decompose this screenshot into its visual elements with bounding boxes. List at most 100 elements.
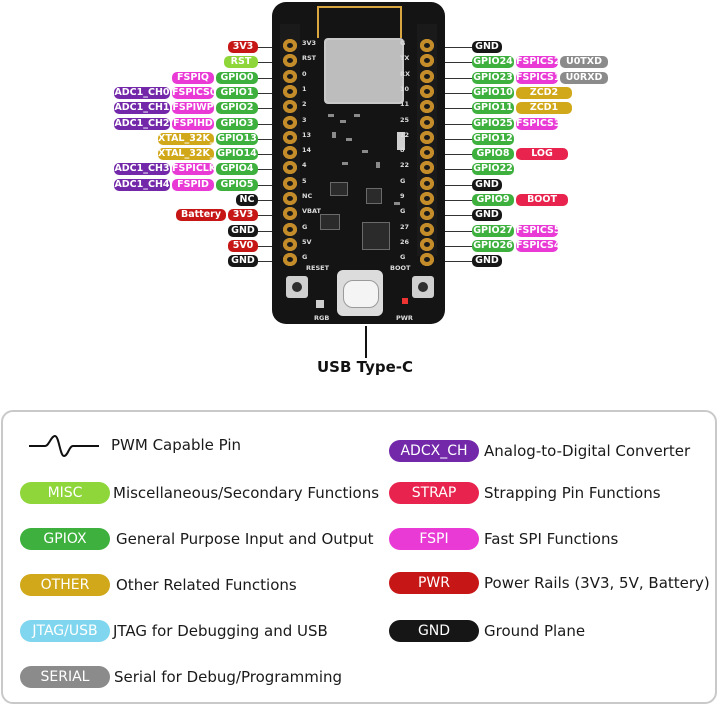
header-pin-pad [420,54,434,68]
pin-connector [440,154,472,156]
pin-label-gpio: GPIO24 [472,56,514,69]
pin-label-serial: U0TXD [560,56,608,69]
pin-label-other: ZCD2 [516,86,572,99]
left-header [280,24,300,267]
smd-part [340,120,346,123]
pin-label-gpio: GPIO13 [216,132,258,145]
usb-c-opening [343,280,379,308]
legend-jtag-usb-desc: JTAG for Debugging and USB [113,622,328,640]
legend-pwr-desc: Power Rails (3V3, 5V, Battery) [484,574,710,592]
pin-label-fspi: FSPIHD [172,117,214,130]
pin-label-gpio: GPIO22 [472,163,514,176]
boot-button[interactable] [412,276,434,298]
pin-connector [440,77,472,79]
pin-label-adc: ADC1_CH1 [114,102,170,115]
pin-label-adc: ADC1_CH4 [114,178,170,191]
pin-connector [440,215,472,217]
pin-connector [258,169,282,171]
header-pin-pad [420,69,434,83]
right-silk-text: RX [400,69,411,78]
header-pin-pad [420,161,434,175]
pin-label-strap: LOG [516,148,568,161]
legend-adc-desc: Analog-to-Digital Converter [484,442,691,460]
pin-label-fspi: FSPICS3 [516,117,558,130]
right-silk-text: 11 [400,100,410,109]
left-silk-text: 0 [302,69,307,78]
pin-label-gpio: GPIO10 [472,86,514,99]
header-pin-pad [283,84,297,98]
pin-label-fspi: FSPICS1 [516,71,558,84]
smd-part [328,114,334,117]
pin-label-gpio: GPIO8 [472,148,514,161]
legend-misc-desc: Miscellaneous/Secondary Functions [113,484,380,502]
pin-connector [258,245,282,247]
pin-connector [440,245,472,247]
pin-connector [440,92,472,94]
usb-type-c-label: USB Type-C [316,358,413,376]
legend-other-desc: Other Related Functions [116,576,297,594]
pin-label-jtag_usb: USB_D- [561,239,601,251]
pin-connector [440,47,472,48]
pin-label-gpio: GPIO1 [216,86,258,99]
left-silk-text: 13 [302,130,312,139]
header-pin-pad [283,39,297,52]
pin-label-gnd: GND [228,255,258,268]
legend-other-swatch: OTHER [20,574,110,596]
right-silk-text: 12 [400,130,410,139]
smd-part [376,162,380,168]
pwr-silk-label: PWR [396,314,413,322]
pin-label-adc: ADC1_CH0 [114,86,170,99]
header-pin-pad [420,84,434,98]
pin-connector [440,184,472,186]
legend-gpio-desc: General Purpose Input and Output [116,530,374,548]
pin-label-fspi: FSPICS0 [172,86,214,99]
pin-label-gnd: NC [236,194,258,206]
header-pin-pad [283,54,297,68]
smd-part [342,162,348,165]
pin-label-misc: RST [224,56,258,69]
pin-connector [258,184,282,186]
rgb-silk-label: RGB [314,314,330,322]
regulator-chip [320,214,340,230]
pin-connector [440,200,472,201]
pin-label-gpio: GPIO11 [472,102,514,115]
pin-label-gpio: GPIO27 [472,224,514,237]
right-silk-text: G [400,253,406,262]
reset-button[interactable] [286,276,308,298]
legend-strap-swatch: STRAP [389,482,479,504]
pin-label-jtag_usb: USB_D+ [560,224,602,236]
header-pin-pad [420,253,434,267]
legend-serial-desc: Serial for Debug/Programming [114,668,343,686]
header-pin-pad [283,237,297,251]
left-silk-text: 4 [302,161,307,170]
legend-serial-swatch: SERIAL [20,666,110,688]
left-silk-text: RST [302,54,317,63]
smd-part [354,114,360,117]
left-silk-text: G [302,222,308,231]
pin-label-gpio: GPIO2 [216,102,258,115]
smd-part [394,202,400,205]
pin-label-pwr: 3V3 [228,41,258,53]
right-silk-text: 10 [400,84,410,93]
pwm-wave-icon [29,434,99,458]
header-pin-pad [283,100,297,114]
right-silk-text: 22 [400,161,410,170]
pin-label-fspi: FSPICS4 [516,239,558,252]
left-silk-text: G [302,253,308,262]
legend-strap-desc: Strapping Pin Functions [484,484,661,502]
pin-label-fspi: FSPICS5 [516,224,558,237]
right-silk-text: G [400,39,406,47]
pin-connector [258,154,282,156]
legend-pwm-desc: PWM Capable Pin [111,436,242,454]
right-silk-text: 9 [400,192,405,200]
legend-gnd-swatch: GND [389,620,479,642]
boot-silk-label: BOOT [390,264,411,272]
rgb-led [316,300,324,308]
left-silk-text: 5 [302,176,307,185]
pin-label-pwr: Battery [176,209,226,222]
right-silk-text: G [400,207,406,216]
pin-label-gpio: GPIO26 [472,239,514,252]
pin-label-gpio: GPIO9 [472,194,514,206]
pin-label-gnd: GND [228,224,258,237]
pin-label-gpio: GPIO4 [216,163,258,176]
